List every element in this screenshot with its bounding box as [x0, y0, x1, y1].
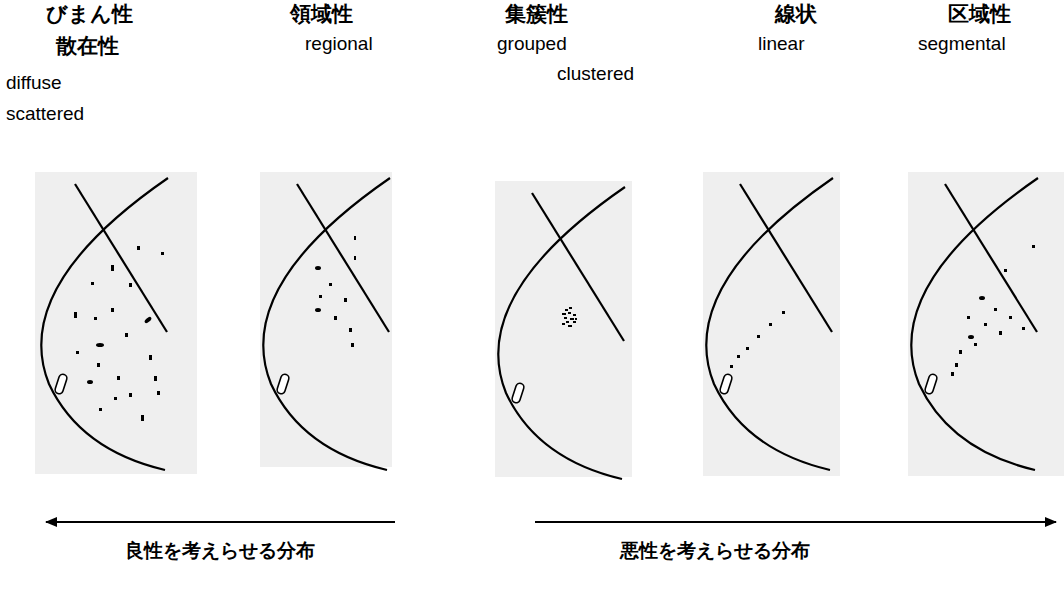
distribution-term: diffuse — [6, 72, 62, 94]
direction-arrow — [535, 521, 1056, 523]
distribution-term: clustered — [557, 63, 634, 85]
distribution-term: regional — [305, 33, 373, 55]
distribution-name: びまん性 — [46, 2, 133, 26]
calcifications — [74, 236, 1035, 421]
distribution-term: scattered — [6, 103, 84, 125]
distribution-name: 領域性 — [290, 2, 353, 26]
category-label: 良性を考えらせる分布 — [125, 540, 315, 562]
distribution-term: grouped — [497, 33, 567, 55]
panel — [495, 181, 632, 477]
category-label: 悪性を考えらせる分布 — [620, 540, 810, 562]
breast-outline — [263, 178, 390, 470]
distribution-name: 集簇性 — [505, 2, 568, 26]
breast-outline — [706, 178, 833, 470]
distribution-name: 線状 — [775, 2, 817, 26]
breast-outline — [498, 187, 625, 479]
direction-arrow — [46, 521, 395, 523]
panel — [35, 172, 197, 474]
panel — [703, 172, 840, 476]
distribution-term: linear — [758, 33, 804, 55]
panel — [260, 172, 392, 467]
distribution-name: 区域性 — [948, 2, 1011, 26]
distribution-term: segmental — [918, 33, 1006, 55]
breast-outline — [41, 178, 168, 470]
breast-outline — [911, 178, 1038, 470]
panel — [908, 172, 1064, 476]
distribution-name: 散在性 — [56, 34, 119, 58]
